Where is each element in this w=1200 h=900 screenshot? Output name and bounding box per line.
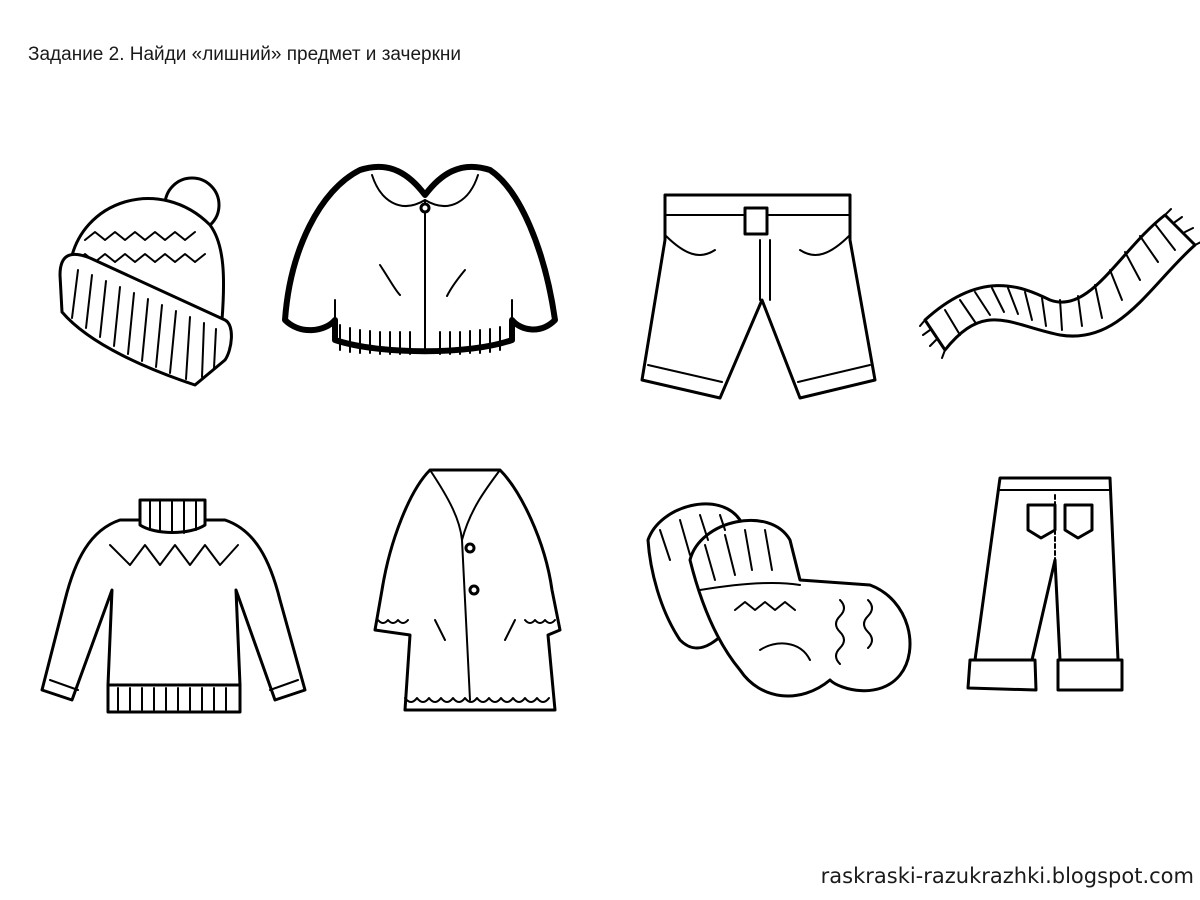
fur-coat-picture [373,468,562,712]
sweater-picture [40,498,307,714]
site-watermark: raskraski-razukrazhki.blogspot.com [820,864,1194,888]
shorts-picture [640,193,877,400]
scarf-picture [919,208,1200,359]
wool-socks-picture [646,502,912,698]
jeans-picture [966,476,1124,692]
task-title: Задание 2. Найди «лишний» предмет и заче… [28,44,462,65]
knit-hat-picture [58,176,233,387]
jacket-picture [282,163,558,355]
